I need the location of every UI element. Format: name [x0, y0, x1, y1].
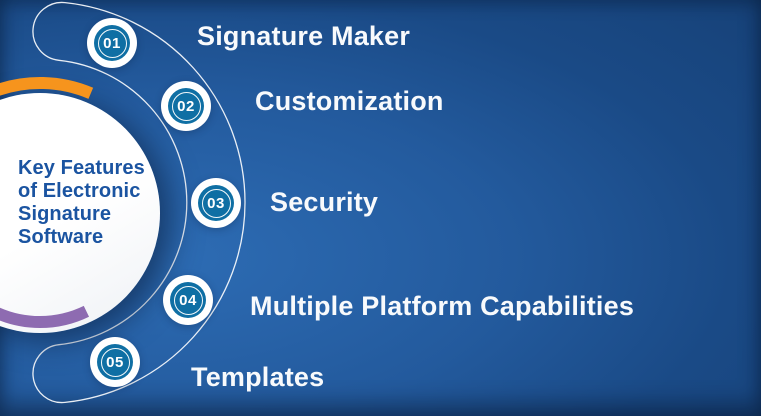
- feature-number-03: 03: [207, 194, 225, 212]
- feature-number-circle-01: 01: [94, 25, 130, 61]
- feature-badge-03: 03: [191, 178, 241, 228]
- feature-number-circle-04: 04: [170, 282, 206, 318]
- feature-label-signature-maker: Signature Maker: [197, 21, 411, 51]
- feature-number-02: 02: [177, 97, 195, 115]
- feature-label-customization: Customization: [255, 86, 444, 116]
- feature-badge-02: 02: [161, 81, 211, 131]
- feature-number-circle-02: 02: [168, 88, 204, 124]
- feature-label-multiple-platform-capabilities: Multiple Platform Capabilities: [250, 291, 635, 321]
- feature-badge-05: 05: [90, 337, 140, 387]
- feature-label-security: Security: [270, 187, 379, 217]
- feature-number-01: 01: [103, 34, 121, 52]
- feature-badge-01: 01: [87, 18, 137, 68]
- feature-badge-04: 04: [163, 275, 213, 325]
- page-title: Key Features of Electronic Signature Sof…: [18, 157, 145, 248]
- feature-label-templates: Templates: [191, 362, 325, 392]
- feature-number-05: 05: [106, 353, 124, 371]
- feature-number-04: 04: [179, 291, 197, 309]
- orange-arc: [0, 76, 94, 99]
- feature-number-circle-05: 05: [97, 344, 133, 380]
- feature-number-circle-03: 03: [198, 185, 234, 221]
